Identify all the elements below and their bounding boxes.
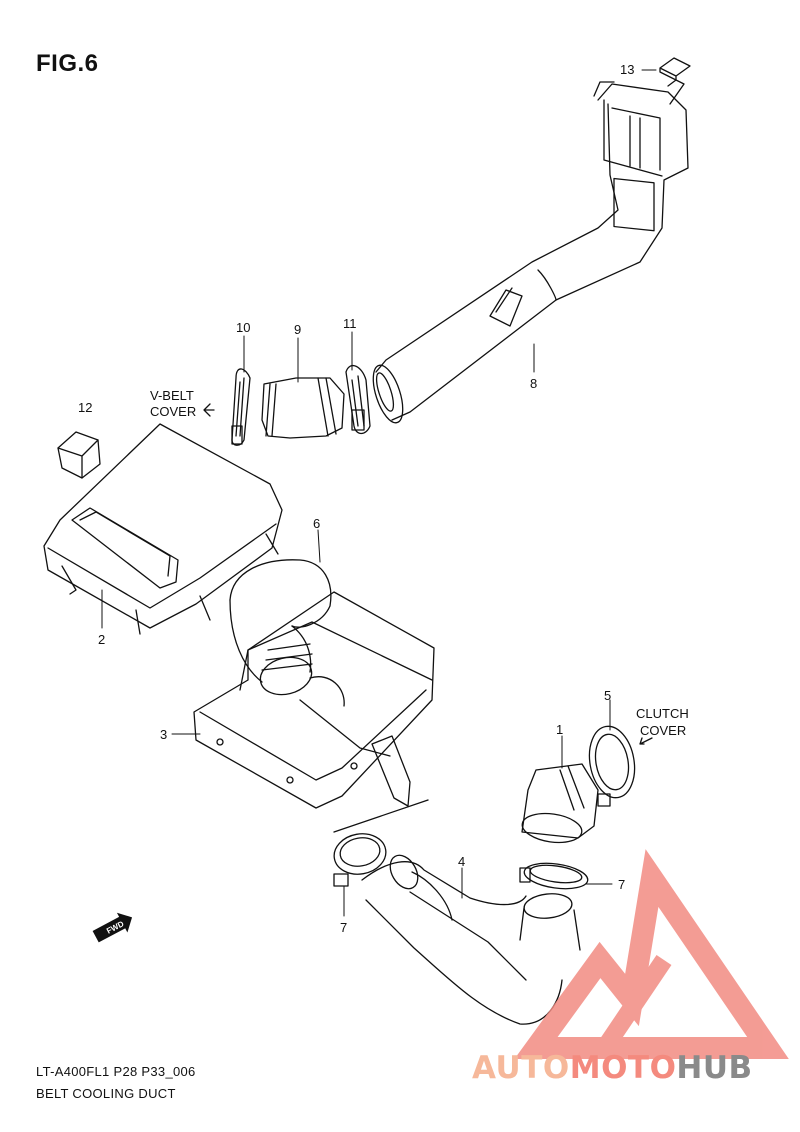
diagram-code: LT-A400FL1 P28 P33_006 [36,1064,196,1079]
callout-2: 2 [98,632,105,647]
clamp-11-shape [345,364,371,435]
clamp-7b-shape [519,862,589,890]
callout-13: 13 [620,62,634,77]
callout-10: 10 [236,320,250,335]
gasket-5-shape [588,725,636,807]
callout-3: 3 [160,727,167,742]
tray-3-shape [193,591,435,833]
elbow-6-shape [229,559,332,696]
callout-7a: 7 [340,920,347,935]
fwd-arrow: FWD [92,912,133,943]
clutch-label-line2: COVER [640,723,686,738]
watermark-logo-icon [514,849,789,1059]
joint-1-shape [521,763,599,844]
watermark-part-moto: MOTO [569,1050,677,1086]
callout-1: 1 [556,722,563,737]
duct-8-shape [372,79,689,424]
callout-6: 6 [313,516,320,531]
callout-7b: 7 [618,877,625,892]
vbelt-label-line2: COVER [150,404,196,419]
cover-2-shape [43,423,283,635]
callout-9: 9 [294,322,301,337]
clamp-7a-shape [333,833,387,887]
duct-4-shape [361,854,581,1025]
diagram-name: BELT COOLING DUCT [36,1086,176,1101]
callout-8: 8 [530,376,537,391]
clamp-10-shape [231,368,251,446]
callout-11: 11 [343,316,357,331]
watermark-text: AUTOMOTOHUB [472,1050,753,1086]
callout-5: 5 [604,688,611,703]
callout-4: 4 [458,854,465,869]
figure-title: FIG.6 [36,50,99,77]
watermark-part-auto: AUTO [472,1050,570,1086]
callout-12: 12 [78,400,92,415]
cap-13-shape [659,57,691,81]
vbelt-label-line1: V-BELT [150,388,194,403]
joint-9-shape [261,377,345,439]
watermark-part-hub: HUB [676,1050,753,1086]
cap-12-shape [57,431,101,479]
clutch-label-line1: CLUTCH [636,706,689,721]
